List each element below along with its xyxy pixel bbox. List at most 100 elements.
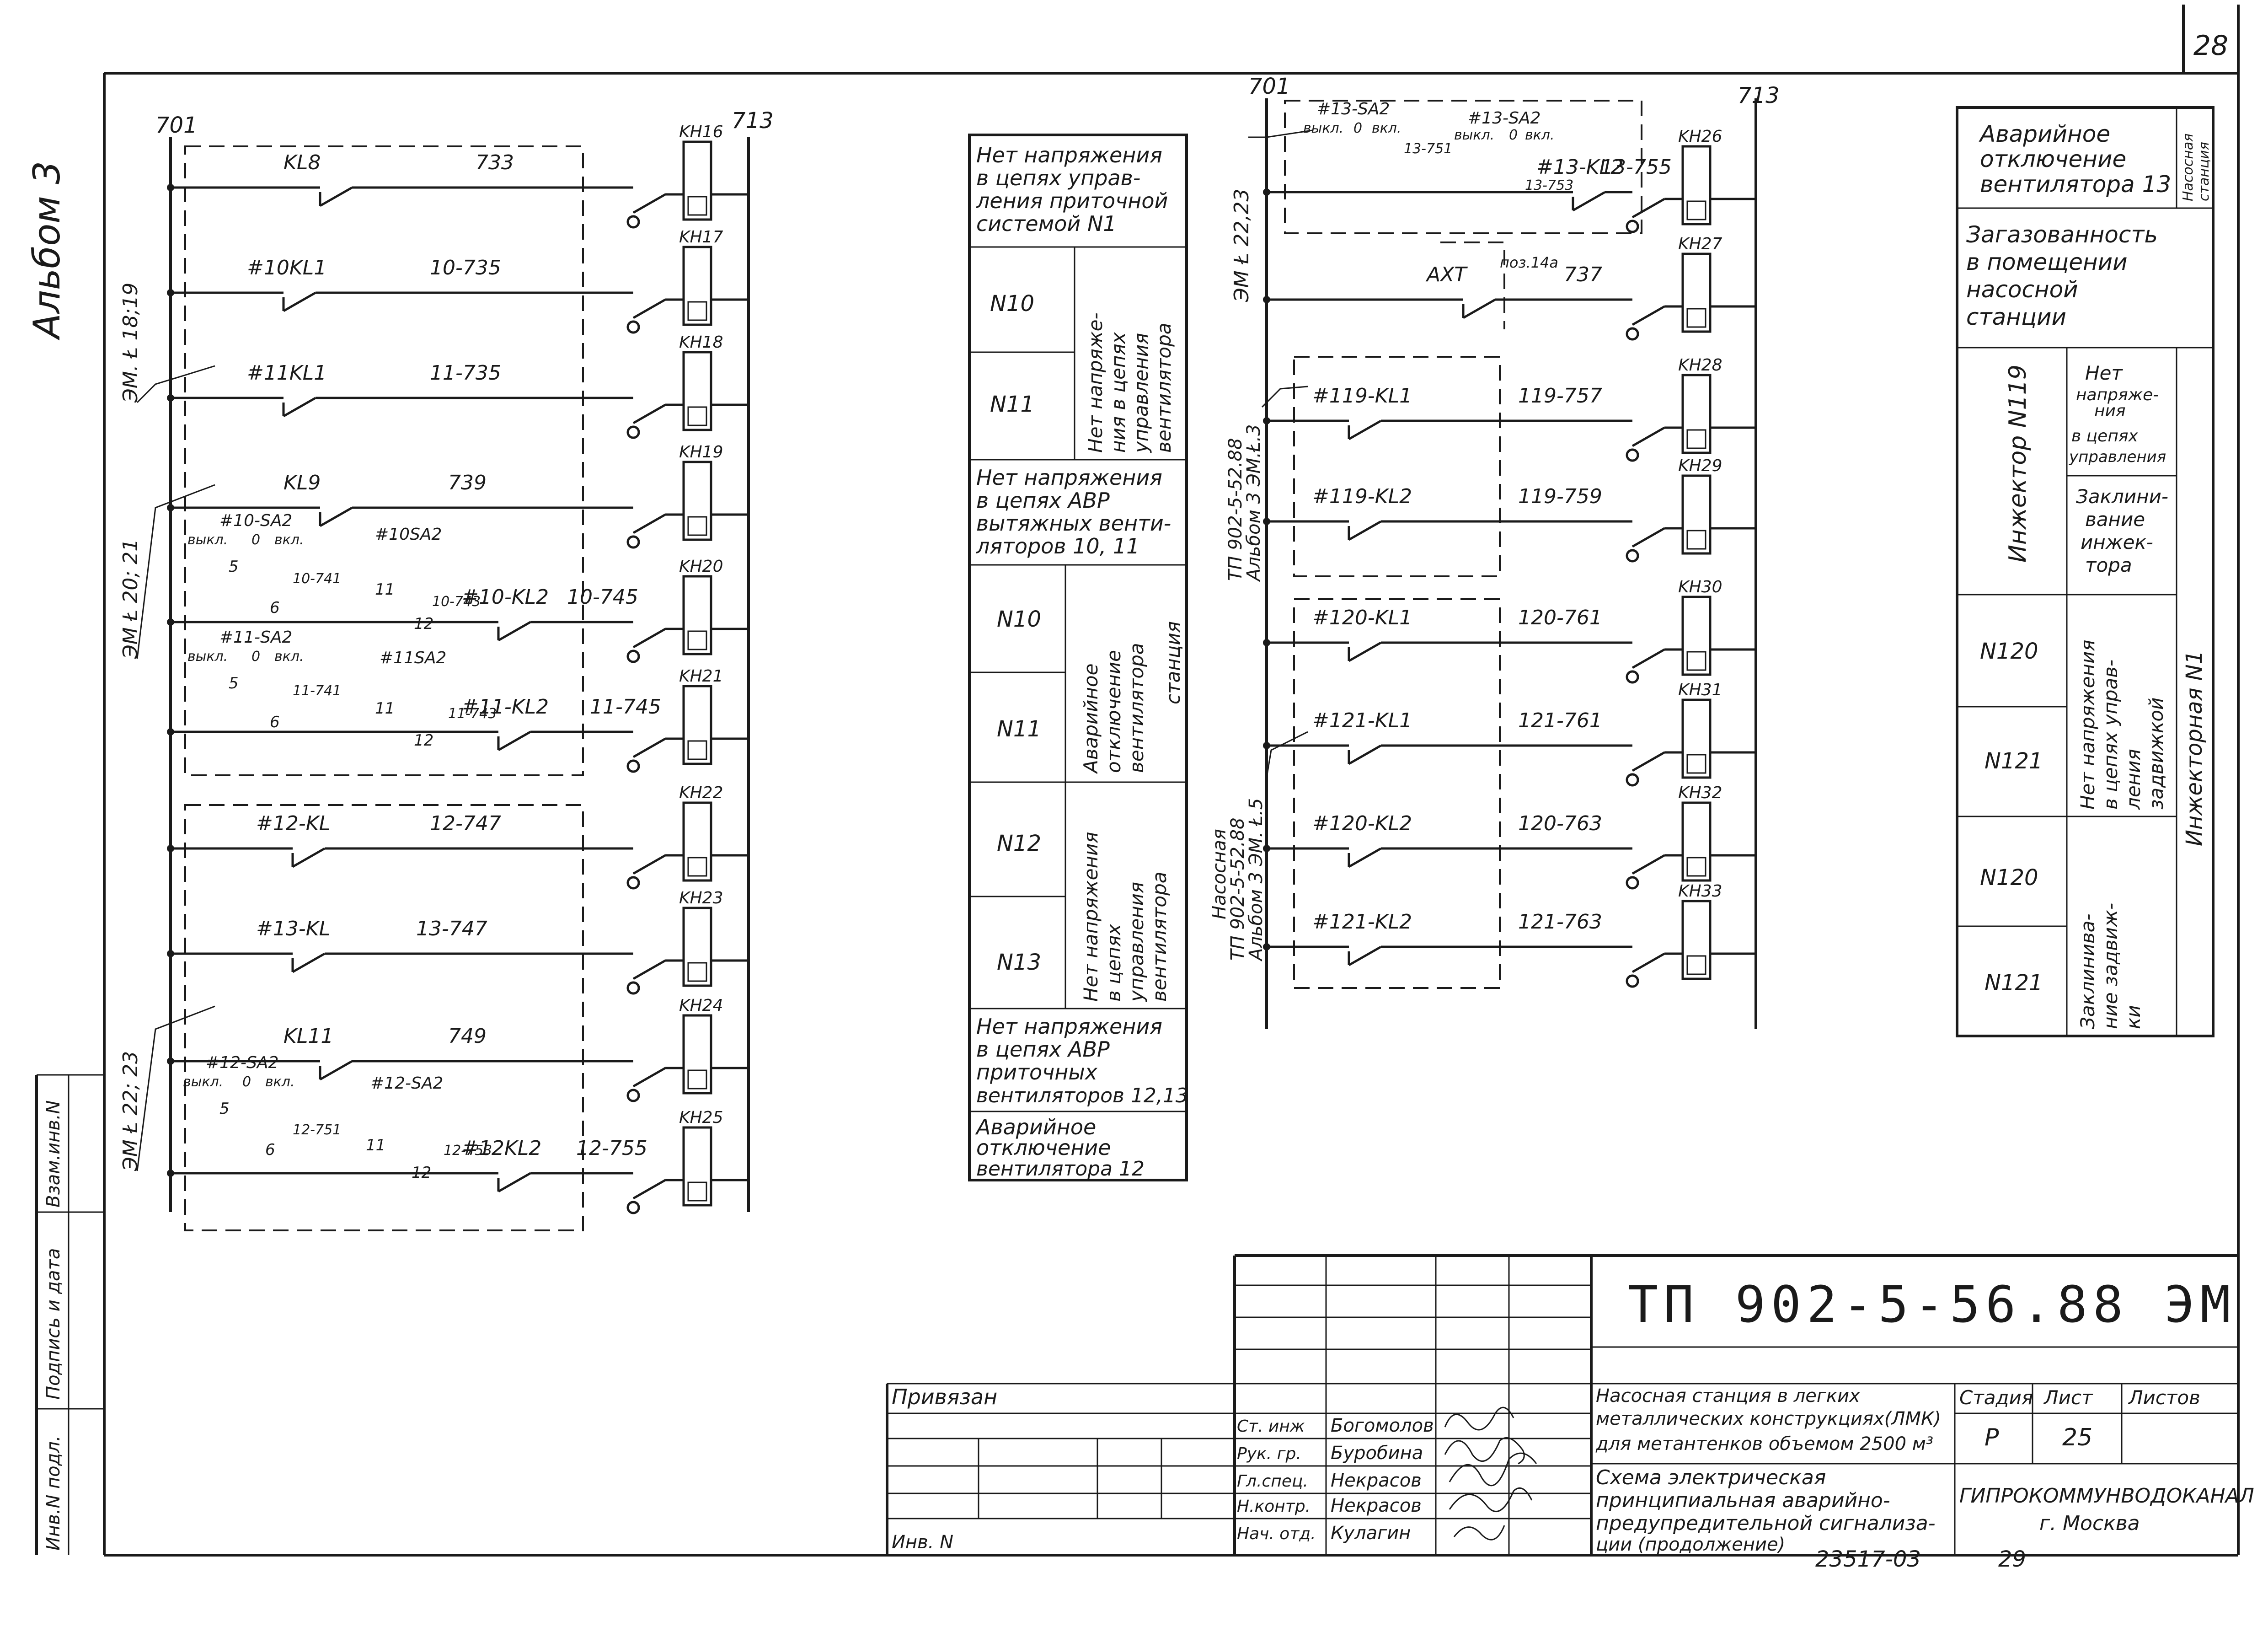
document-code: ТП 902-5-56.88 ЭМ (1628, 1275, 2236, 1334)
sa11a-label: #11-SA2 (219, 628, 292, 647)
terminal-circle (626, 215, 640, 229)
right-wire-label: 119-757 (1518, 384, 1602, 408)
mid-f2-l1: Аварийное (975, 1115, 1096, 1139)
contact-symbol (1348, 945, 1382, 966)
role-5: Нач. отд. (1237, 1525, 1316, 1543)
corner-sheet-number: 28 (2193, 30, 2228, 62)
terminal-circle (626, 320, 640, 334)
lamp-indicator (687, 740, 707, 760)
contact-symbol (283, 291, 316, 312)
rt-r1-side2: станция (2196, 142, 2212, 201)
sheet-title-l3: предупредительной сигнализа- (1596, 1512, 1936, 1535)
stamp-inv-original: Инв.N подл. (43, 1435, 64, 1551)
left-wire-label: 11-745 (590, 695, 661, 719)
right-lamp-label: KH28 (1678, 356, 1722, 375)
sa-zero-label: 0 (251, 532, 260, 548)
mid-r3-t3: управления (1125, 882, 1148, 1003)
right-wire-label: 13-755 (1600, 156, 1672, 179)
terminal-circle (1626, 220, 1639, 233)
wire-11-741: 11-741 (293, 683, 341, 699)
rt-mid-3: ления (2122, 749, 2145, 810)
lamp-contact (1631, 751, 1665, 772)
left-wire-label: 12-755 (576, 1137, 647, 1160)
left-lamp-label: KH18 (679, 333, 723, 352)
contact-symbol (1462, 298, 1496, 319)
rt-id-n121-b: N121 (1984, 970, 2043, 996)
lamp-contact (632, 298, 666, 319)
terminal-circle (1626, 549, 1639, 563)
album-side-label: Альбом 3 (26, 161, 68, 341)
sa13b-zero: 0 (1509, 127, 1518, 143)
lamp-contact (632, 628, 666, 649)
mid-h2-l2: в цепях АВР (976, 488, 1110, 513)
ref2-l1: Насосная (1209, 829, 1230, 919)
order-number: 23517-03 (1815, 1546, 1921, 1572)
contact-12-c: 12 (412, 1164, 431, 1182)
junction-dot (167, 394, 174, 402)
left-contact-label: KL8 (284, 151, 321, 174)
left-wire-label: 13-747 (416, 917, 487, 940)
junction-dot (167, 728, 174, 735)
rt-mid-4: задвижкой (2145, 698, 2167, 810)
left-wire-label: 11-735 (430, 361, 501, 385)
rt-id-n120-a: N120 (1980, 639, 2038, 664)
contact-symbol (319, 1060, 353, 1081)
mid-f1-l1: Нет напряжения (976, 1014, 1162, 1039)
mid-h2-l1: Нет напряжения (976, 465, 1162, 490)
junction-dot (167, 618, 174, 626)
ref2-l3: Альбом 3 ЭМ. Ł.5 (1246, 798, 1267, 962)
mid-r2-t2: отключение (1102, 650, 1125, 773)
sheet-value: 25 (2062, 1424, 2092, 1451)
mid-r2-t1: Аварийное (1080, 664, 1102, 774)
contact-12-a: 12 (414, 615, 433, 633)
left-wire-label: 12-747 (430, 812, 501, 835)
stamp-signature-date: Подпись и дата (43, 1248, 64, 1400)
project-l1: Насосная станция в легких (1596, 1385, 1860, 1406)
contact-symbol (319, 506, 353, 527)
mid-h1-l3: ления приточной (976, 188, 1168, 213)
right-lamp-label: KH33 (1678, 882, 1722, 901)
junction-dot (1263, 417, 1270, 424)
left-wire-label: 739 (448, 471, 487, 494)
sa13b-on: вкл. (1525, 127, 1555, 143)
left-contact-label: KL11 (284, 1025, 333, 1048)
rt-r1-l2: отключение (1980, 146, 2126, 172)
contact-symbol (1348, 744, 1382, 765)
mid-id-n10-b: N10 (997, 607, 1041, 632)
contact-symbol (283, 397, 316, 418)
right-diagram: 701 713 ЭМ Ł 22,23 ТП 902-5-52.88 Альбом… (1209, 74, 1780, 1029)
em-ref-r-22-23: ЭМ Ł 22,23 (1230, 189, 1253, 302)
terminal-circle (626, 759, 640, 773)
stage-header: Стадия (1959, 1386, 2033, 1409)
sheet-title-l4: ции (продолжение) (1596, 1534, 1785, 1555)
junction-dot (167, 289, 174, 296)
left-lamp-label: KH21 (679, 667, 723, 686)
wire-10-743: 10-743 (432, 594, 481, 610)
contact-symbol (1348, 641, 1382, 662)
junction-dot (1263, 845, 1270, 852)
contact-symbol (1348, 419, 1382, 440)
mid-r2-t3: вентилятора (1125, 643, 1148, 773)
rt-r1-l3: вентилятора 13 (1980, 171, 2171, 198)
name-3: Некрасов (1331, 1470, 1422, 1491)
mid-f2-l2: отключение (976, 1135, 1111, 1160)
lamp-indicator (1686, 429, 1706, 449)
left-diagram: 701 713 ЭМ. Ł 18;19 ЭМ Ł 20; 21 ЭМ Ł 22;… (119, 108, 774, 1231)
rt-r2-l1: Загазованность (1966, 221, 2158, 248)
bus-label-701-r: 701 (1248, 74, 1290, 99)
role-3: Гл.спец. (1237, 1472, 1308, 1491)
junction-dot (167, 1058, 174, 1065)
mid-h2-l4: ляторов 10, 11 (976, 534, 1139, 558)
right-lamp-label: KH32 (1678, 784, 1722, 802)
mid-h1-l4: системой N1 (976, 211, 1117, 236)
sa-on-label: вкл. (274, 532, 304, 548)
contact-11-b: 11 (375, 699, 395, 718)
